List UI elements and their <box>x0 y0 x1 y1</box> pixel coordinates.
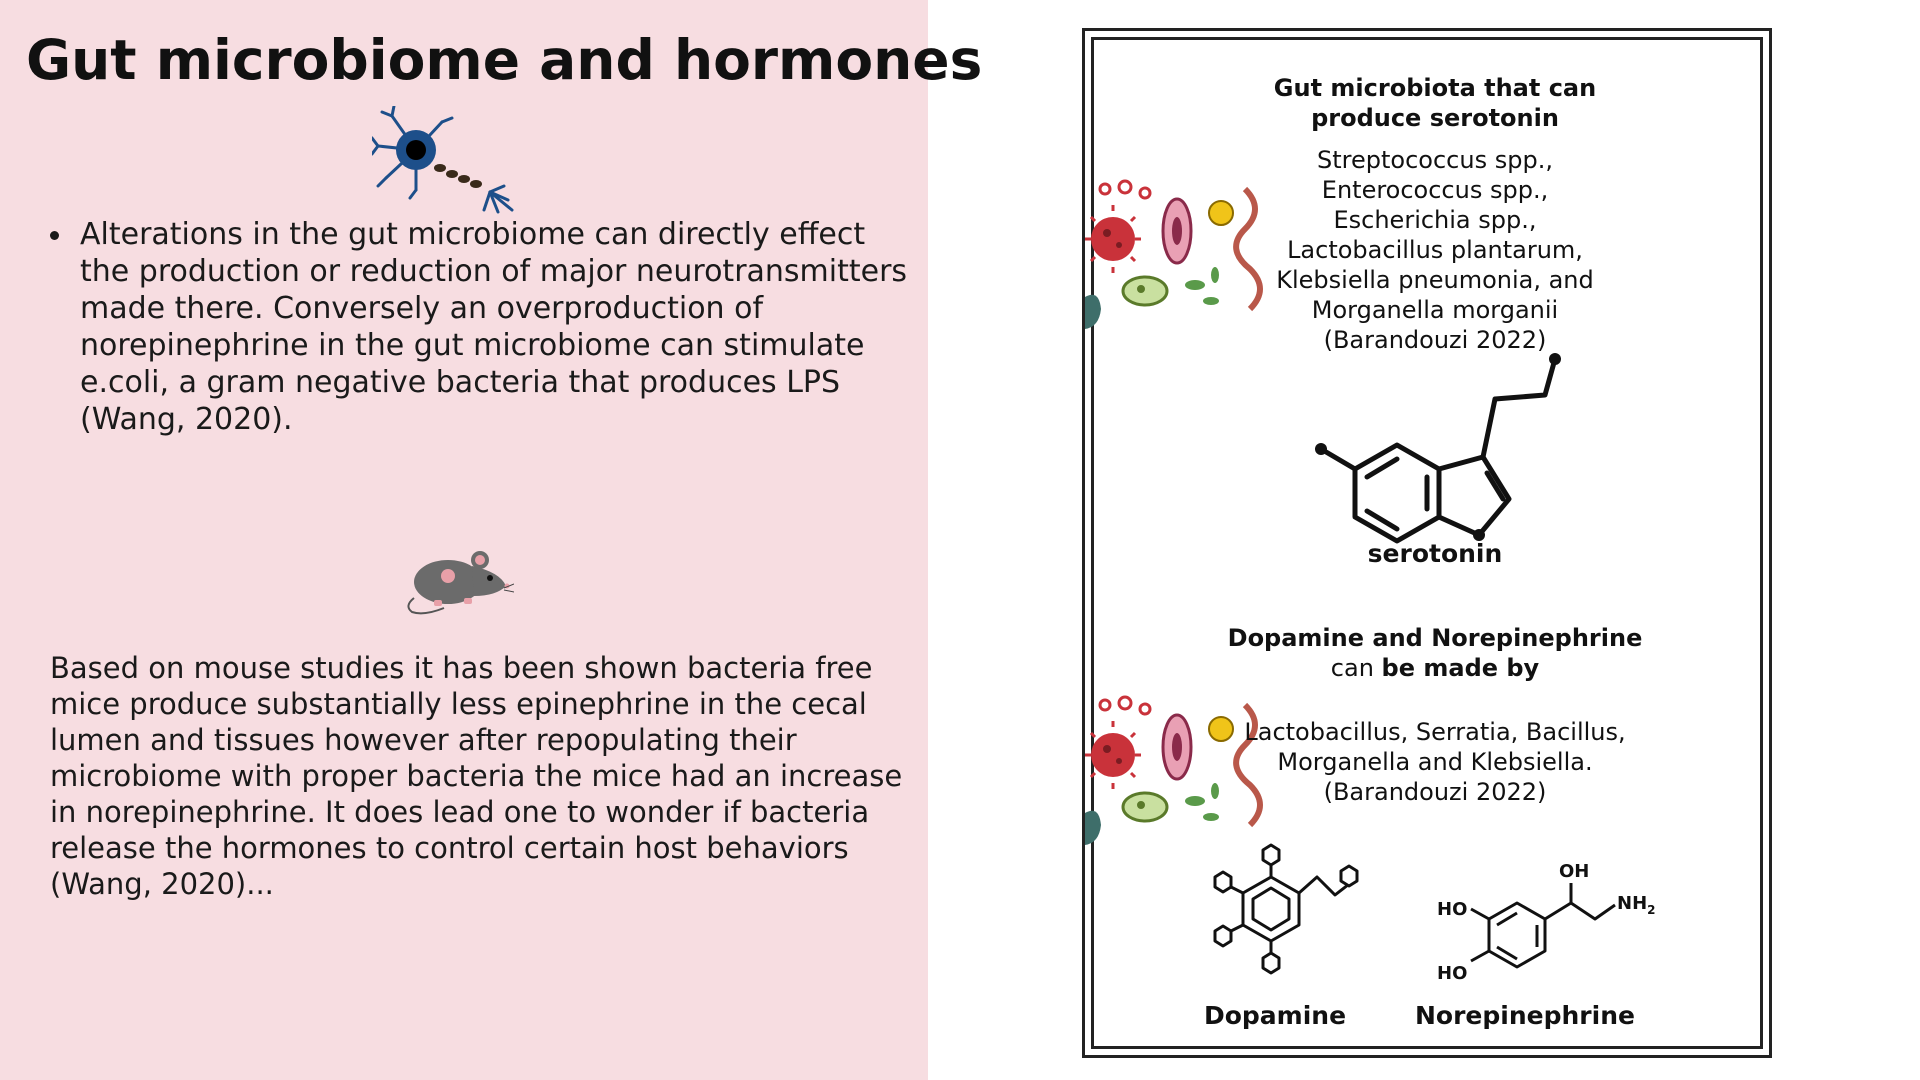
ho-group-top: HO <box>1437 899 1467 920</box>
list-item: Klebsiella pneumonia, and <box>1276 266 1594 294</box>
norepinephrine-label: Norepinephrine <box>1415 1001 1635 1030</box>
nh2-group: NH2 <box>1617 893 1656 917</box>
serotonin-heading: Gut microbiota that can produce serotoni… <box>1273 74 1597 132</box>
heading-line-1: Dopamine and Norepinephrine <box>1227 624 1643 652</box>
infographic-frame: Gut microbiota that can produce serotoni… <box>1082 28 1772 1058</box>
dopamine-molecule <box>1213 843 1359 975</box>
nh2-text: NH <box>1617 893 1647 914</box>
dopamine-producer-list: Lactobacillus, Serratia, Bacillus, Morga… <box>1205 717 1665 807</box>
list-item: Morganella and Klebsiella. <box>1277 748 1593 776</box>
dopamine-norepinephrine-heading: Dopamine and Norepinephrine can be made … <box>1205 623 1665 683</box>
list-item: Lactobacillus plantarum, <box>1287 236 1583 264</box>
serotonin-producer-list: Streptococcus spp., Enterococcus spp., E… <box>1235 145 1635 355</box>
slide-title: Gut microbiome and hormones <box>26 28 983 92</box>
list-item: Enterococcus spp., <box>1321 176 1549 204</box>
mouse-study-paragraph: Based on mouse studies it has been shown… <box>50 651 903 901</box>
list-item: (Barandouzi 2022) <box>1323 778 1547 806</box>
heading-line-2-plain: can <box>1330 654 1382 682</box>
heading-line-2: can be made by <box>1205 653 1665 683</box>
list-item: Escherichia spp., <box>1333 206 1537 234</box>
bullet-list: Alterations in the gut microbiome can di… <box>50 216 920 438</box>
mouse-icon <box>407 551 514 615</box>
list-item: Streptococcus spp., <box>1317 146 1553 174</box>
ho-group-bottom: HO <box>1437 963 1467 984</box>
bullet-item: Alterations in the gut microbiome can di… <box>50 216 920 438</box>
heading-line-2-bold: be made by <box>1381 654 1540 682</box>
oh-group: OH <box>1559 861 1589 882</box>
list-item: Lactobacillus, Serratia, Bacillus, <box>1244 718 1626 746</box>
neuron-icon <box>372 106 514 214</box>
dopamine-label: Dopamine <box>1203 1001 1347 1030</box>
infographic-inner-border <box>1091 37 1763 1049</box>
list-item: (Barandouzi 2022) <box>1323 326 1547 354</box>
serotonin-label: serotonin <box>1367 539 1503 568</box>
serotonin-molecule <box>1315 353 1561 544</box>
norepinephrine-molecule: OH HO HO NH2 <box>1437 861 1656 984</box>
list-item: Morganella morganii <box>1311 296 1559 324</box>
nh2-subscript: 2 <box>1647 903 1655 917</box>
microbes-icon <box>1085 695 1263 845</box>
microbes-icon <box>1085 179 1263 329</box>
